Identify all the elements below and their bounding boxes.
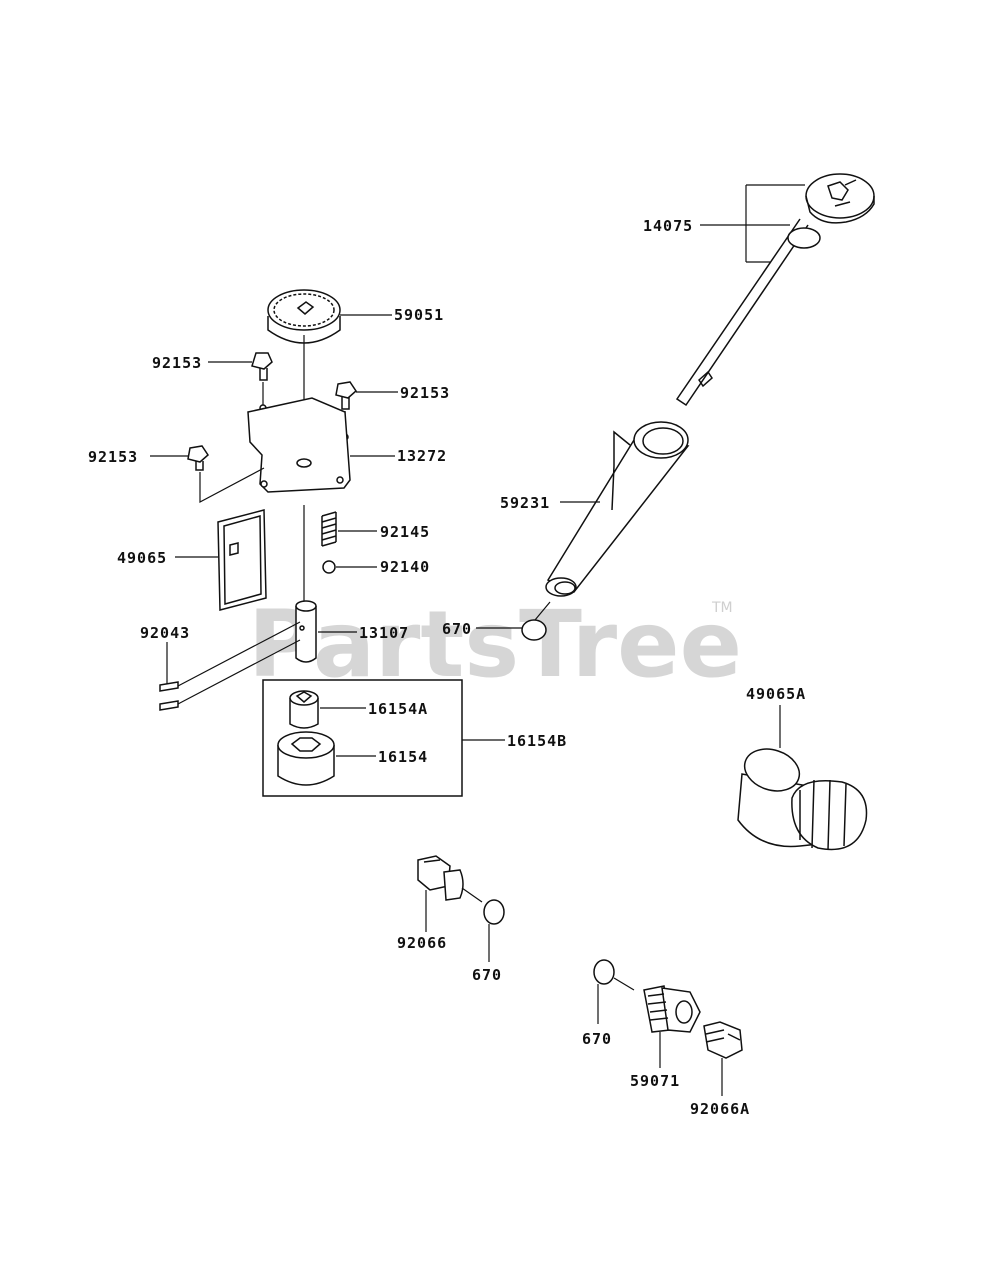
part-outer-rotor-16154[interactable] — [277, 731, 335, 786]
leader-670-c — [597, 977, 635, 1024]
part-gasket-49065[interactable] — [217, 509, 267, 611]
label-92066A[interactable]: 92066A — [690, 1100, 750, 1118]
leader-14075 — [700, 184, 805, 263]
part-adapter-59071[interactable] — [643, 985, 701, 1033]
leader-92153-a — [208, 361, 264, 405]
label-92153-a[interactable]: 92153 — [152, 354, 202, 372]
label-16154B[interactable]: 16154B — [507, 732, 567, 750]
label-13272[interactable]: 13272 — [397, 447, 447, 465]
part-oil-filter-49065A[interactable] — [737, 742, 868, 851]
leader-670-b — [461, 887, 490, 962]
label-92145[interactable]: 92145 — [380, 523, 430, 541]
part-oring-670-b[interactable] — [483, 899, 505, 925]
part-cover-plate-13272[interactable] — [247, 397, 351, 493]
label-14075[interactable]: 14075 — [643, 217, 693, 235]
label-13107[interactable]: 13107 — [359, 624, 409, 642]
leader-92153-c — [150, 455, 265, 503]
label-92066[interactable]: 92066 — [397, 934, 447, 952]
part-drain-plug-92066[interactable] — [417, 855, 464, 901]
label-16154[interactable]: 16154 — [378, 748, 428, 766]
watermark-text: PartsTree — [248, 591, 742, 698]
leader-92153-b — [344, 391, 398, 434]
label-670-c[interactable]: 670 — [582, 1030, 612, 1048]
label-59071[interactable]: 59071 — [630, 1072, 680, 1090]
part-inner-rotor-16154A[interactable] — [289, 690, 319, 729]
part-gear-59051[interactable] — [267, 289, 341, 344]
label-49065A[interactable]: 49065A — [746, 685, 806, 703]
label-670-a[interactable]: 670 — [442, 620, 472, 638]
label-92043[interactable]: 92043 — [140, 624, 190, 642]
part-filler-tube-59231[interactable] — [545, 421, 690, 597]
label-670-b[interactable]: 670 — [472, 966, 502, 984]
part-dipstick-14075[interactable] — [675, 173, 875, 407]
label-92153-c[interactable]: 92153 — [88, 448, 138, 466]
label-49065[interactable]: 49065 — [117, 549, 167, 567]
part-plug-92066A[interactable] — [703, 1021, 743, 1059]
part-oring-670-a[interactable] — [521, 619, 547, 641]
label-59051[interactable]: 59051 — [394, 306, 444, 324]
watermark-trademark: TM — [711, 600, 733, 616]
part-bolt-92153-c[interactable] — [187, 445, 209, 471]
box-rotor-assembly — [262, 679, 463, 797]
part-oring-670-c[interactable] — [593, 959, 615, 985]
part-spring-92145[interactable] — [321, 511, 337, 547]
part-pin-92043[interactable] — [159, 621, 301, 711]
part-shaft-13107[interactable] — [295, 600, 317, 663]
leader-670-a — [476, 601, 551, 629]
label-16154A[interactable]: 16154A — [368, 700, 428, 718]
label-92153-b[interactable]: 92153 — [400, 384, 450, 402]
label-59231[interactable]: 59231 — [500, 494, 550, 512]
part-ball-92140[interactable] — [322, 560, 336, 574]
label-92140[interactable]: 92140 — [380, 558, 430, 576]
part-bolt-92153-a[interactable] — [251, 352, 273, 412]
